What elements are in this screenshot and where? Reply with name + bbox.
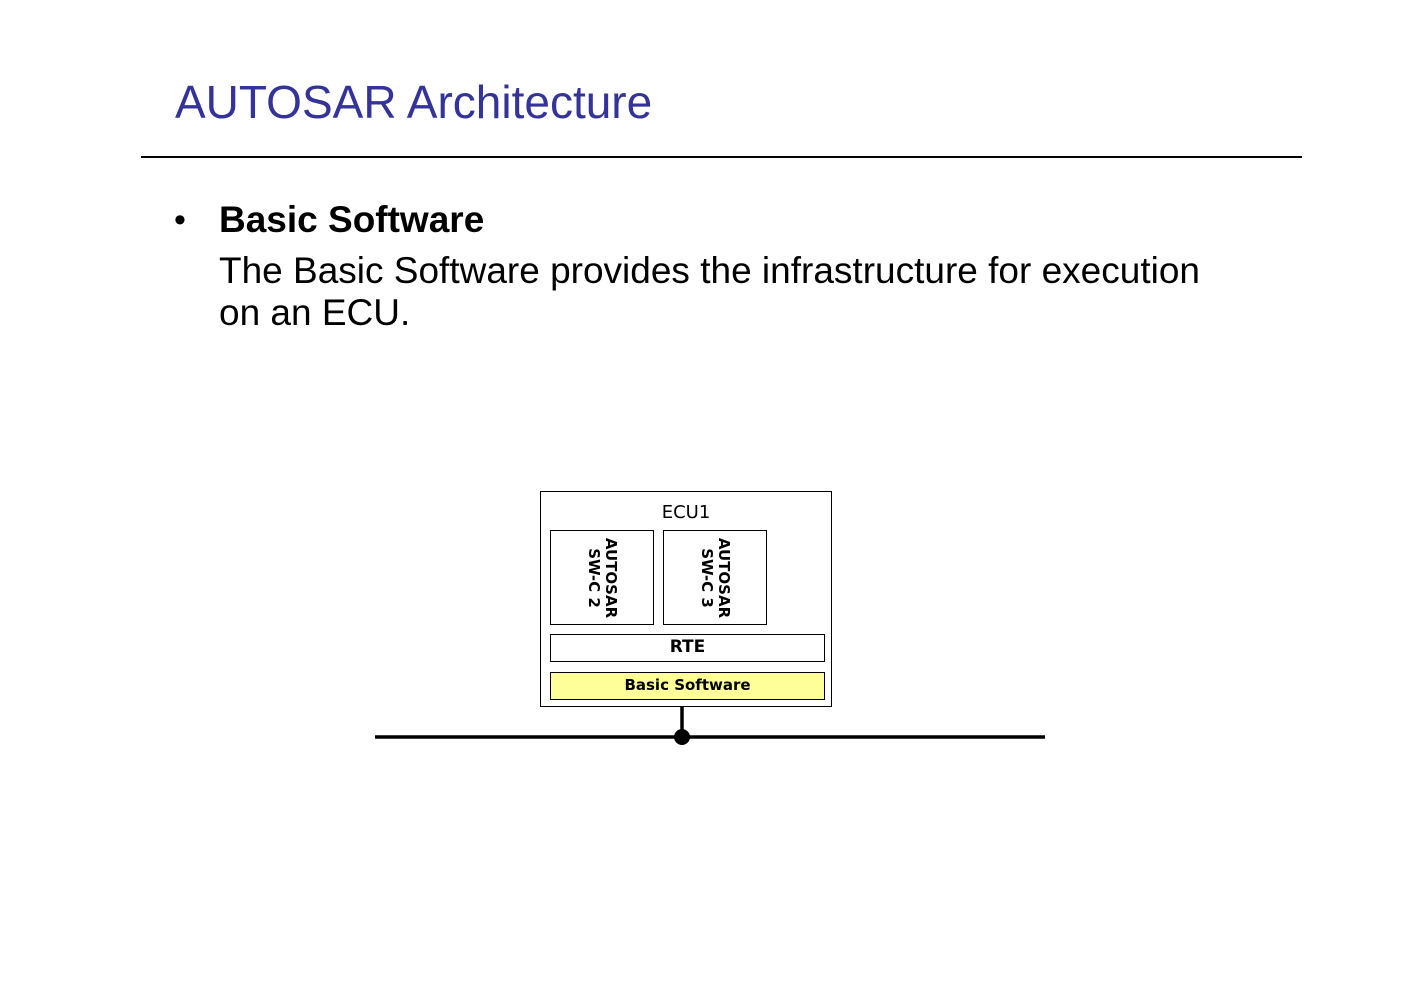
bullet-body-line-2: on an ECU. <box>219 292 411 333</box>
swc3-line1: AUTOSAR <box>715 537 733 618</box>
bullet-body-line-1: The Basic Software provides the infrastr… <box>219 250 1200 291</box>
swc3-line2: SW-C 3 <box>698 547 716 608</box>
software-component-3: AUTOSAR SW-C 3 <box>663 530 767 625</box>
bullet-marker: • <box>174 201 186 239</box>
title-divider <box>141 156 1302 158</box>
swc2-line2: SW-C 2 <box>585 547 603 608</box>
ecu-box: ECU1 AUTOSAR SW-C 2 AUTOSAR SW-C 3 RTE B… <box>540 491 832 707</box>
slide-title: AUTOSAR Architecture <box>175 76 653 128</box>
software-component-2: AUTOSAR SW-C 2 <box>550 530 654 625</box>
software-component-3-label: AUTOSAR SW-C 3 <box>698 537 733 618</box>
swc2-line1: AUTOSAR <box>602 537 620 618</box>
bullet-heading: Basic Software <box>219 199 485 240</box>
ecu-label: ECU1 <box>661 502 711 523</box>
basic-software-layer: Basic Software <box>550 672 825 700</box>
bullet-body: The Basic Software provides the infrastr… <box>219 250 1279 334</box>
rte-layer: RTE <box>550 634 825 662</box>
bus-junction-dot <box>674 729 690 745</box>
software-component-2-label: AUTOSAR SW-C 2 <box>585 537 620 618</box>
